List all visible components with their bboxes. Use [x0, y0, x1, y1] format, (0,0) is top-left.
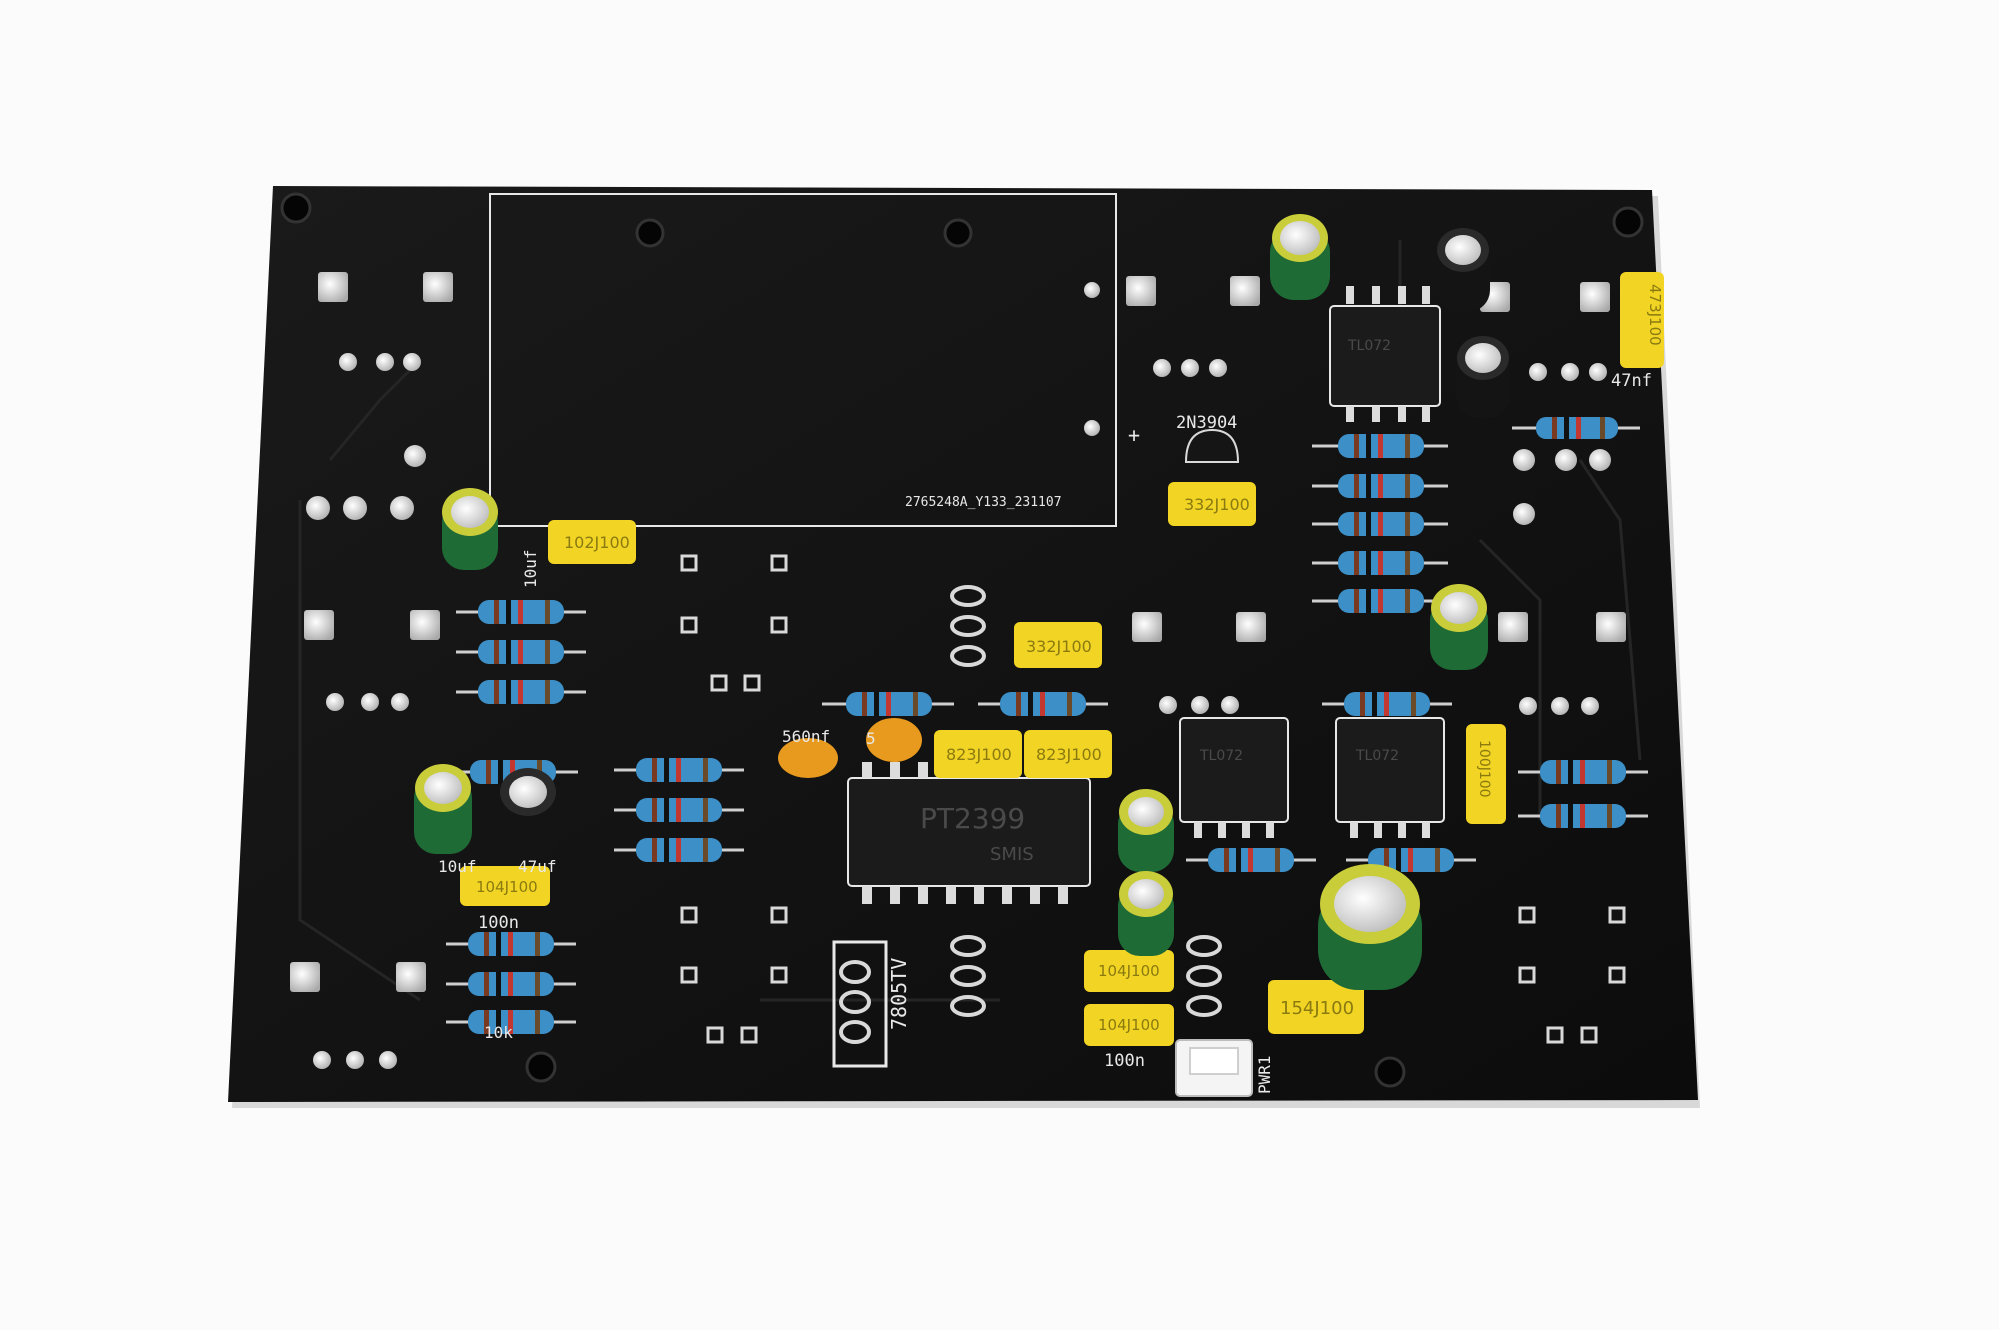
resistor — [614, 798, 744, 822]
resistor — [456, 600, 586, 624]
resistor — [456, 640, 586, 664]
oval-pads — [950, 585, 1222, 1017]
resistor-10k-label: 10k — [484, 1023, 513, 1042]
resistor — [446, 1010, 576, 1034]
pt2399-marking: PT2399 — [920, 802, 1025, 835]
mounting-holes — [280, 192, 1644, 1088]
cap-47nf-label: 47nf — [1611, 371, 1652, 391]
resistor — [1186, 848, 1316, 872]
film-capacitors — [460, 272, 1664, 1046]
resistor — [1518, 804, 1648, 828]
svg-text:332J100: 332J100 — [1184, 495, 1250, 514]
cap-47uf-left-label: 47uf — [518, 857, 557, 876]
ic-dip8-right: TL072 — [1335, 717, 1445, 838]
pcb-board — [228, 186, 1698, 1102]
cap-10uf-top-label: 10uf — [521, 549, 540, 588]
resistor — [1312, 589, 1448, 613]
resistor — [446, 932, 576, 956]
small-pads — [680, 554, 1626, 1044]
transistor-2n3904 — [1184, 428, 1240, 463]
svg-text:TL072: TL072 — [1347, 338, 1391, 354]
electrolytic-capacitors — [414, 214, 1510, 990]
svg-text:TL072: TL072 — [1355, 748, 1399, 764]
resistor — [446, 972, 576, 996]
ic-dip8-left: TL072 — [1179, 717, 1289, 838]
svg-text:154J100: 154J100 — [1280, 998, 1354, 1019]
svg-text:473J100: 473J100 — [1646, 284, 1664, 346]
svg-text:TL072: TL072 — [1199, 748, 1243, 764]
cap-560nf-label: 560nf — [782, 727, 830, 746]
board-id-label: 2765248A_Y133_231107 — [905, 495, 1062, 510]
ic-pt2399: PT2399 SMIS — [847, 762, 1091, 904]
module-pad — [1084, 282, 1100, 298]
resistor — [978, 692, 1108, 716]
power-connector — [1175, 1039, 1253, 1097]
film-capacitor-markings: 473J100 332J100 102J100 332J100 823J100 … — [476, 284, 1664, 1034]
resistor — [1312, 512, 1448, 536]
resistor — [1322, 692, 1452, 716]
pcb-traces — [298, 240, 1642, 1002]
plus-sign: + — [1128, 423, 1140, 447]
transistor-label: 2N3904 — [1176, 413, 1237, 433]
cap-5-label: 5 — [866, 729, 876, 748]
svg-text:104J100: 104J100 — [1098, 1016, 1160, 1034]
module-pad — [1084, 420, 1100, 436]
cap-100n-bottom-label: 100n — [1104, 1051, 1145, 1071]
regulator-label: 7805TV — [887, 958, 911, 1030]
svg-text:100J100: 100J100 — [1476, 740, 1492, 798]
svg-text:823J100: 823J100 — [1036, 745, 1102, 764]
ic-dip8-top: TL072 — [1329, 286, 1441, 422]
resistor — [614, 758, 744, 782]
pwr1-label: PWR1 — [1255, 1055, 1274, 1094]
square-pads — [290, 272, 1626, 992]
regulator-footprint — [832, 940, 888, 1068]
cap-100n-left-label: 100n — [478, 913, 519, 933]
ceramic-capacitors — [778, 718, 922, 778]
resistor — [822, 692, 954, 716]
resistor — [456, 680, 586, 704]
resistor — [1312, 474, 1448, 498]
cap-10uf-left-label: 10uf — [438, 857, 477, 876]
pt2399-sub-marking: SMIS — [990, 844, 1034, 865]
svg-text:823J100: 823J100 — [946, 745, 1012, 764]
module-outline — [489, 193, 1117, 527]
resistor — [1512, 417, 1640, 439]
resistor — [1312, 551, 1448, 575]
svg-text:104J100: 104J100 — [1098, 962, 1160, 980]
svg-text:104J100: 104J100 — [476, 878, 538, 896]
svg-text:102J100: 102J100 — [564, 533, 630, 552]
resistors — [446, 417, 1648, 1034]
pot-pads — [306, 353, 1611, 1069]
resistor — [1312, 434, 1448, 458]
svg-text:332J100: 332J100 — [1026, 637, 1092, 656]
resistor — [614, 838, 744, 862]
resistor — [1346, 848, 1476, 872]
resistor — [1518, 760, 1648, 784]
